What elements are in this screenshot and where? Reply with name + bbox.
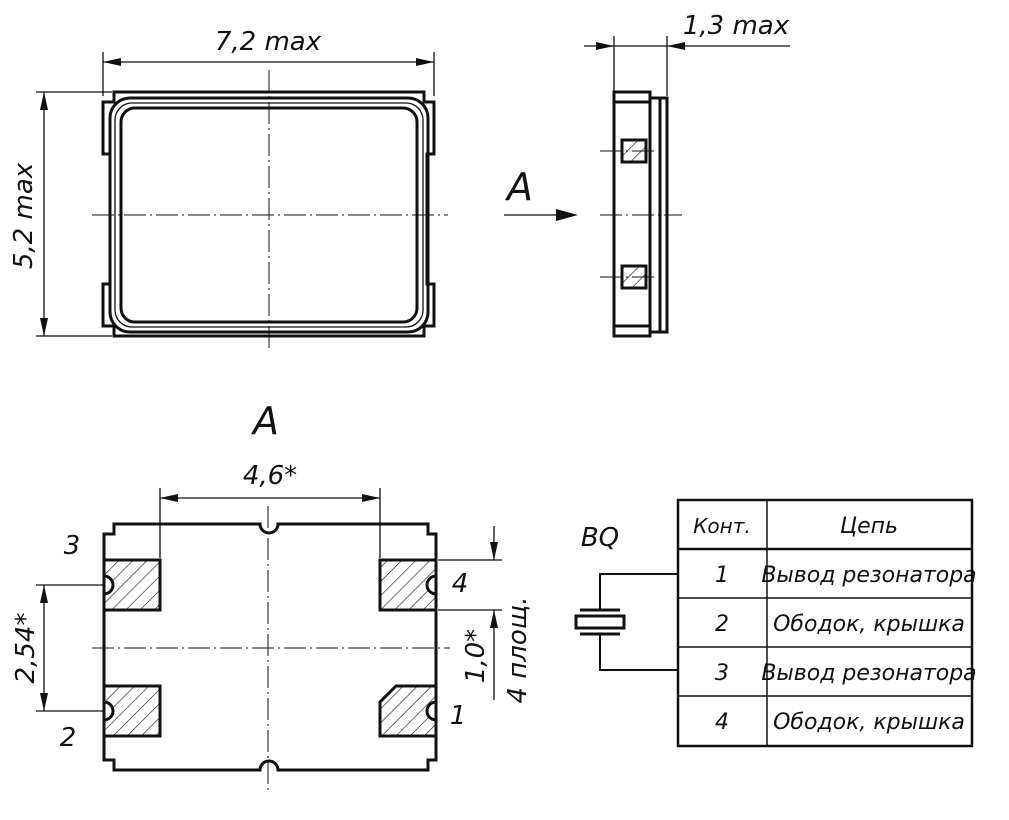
pad-pitch-label: 2,54* — [11, 613, 41, 684]
pin-label-2: 2 — [60, 723, 77, 753]
pin-table-cell-net: Ободок, крышка — [773, 612, 965, 637]
pad-count-label: 4 площ. — [503, 596, 533, 703]
table-row: 4 Ободок, крышка — [715, 710, 965, 735]
width-dimension: 7,2 max — [102, 27, 435, 96]
view-arrow-head — [556, 209, 578, 221]
pin-table-cell-pin: 2 — [715, 612, 729, 637]
width-dimension-label: 7,2 max — [215, 27, 322, 57]
pad-4 — [378, 558, 438, 612]
pad-size-label: 1,0* — [461, 629, 491, 683]
pin-table-header-net: Цепь — [840, 514, 898, 539]
view-arrow: A — [504, 165, 578, 221]
table-row: 1 Вывод резонатора — [715, 563, 977, 588]
pad-pitch-dimension: 2,54* — [11, 584, 104, 712]
side-view-body-outline — [612, 90, 662, 338]
pad-span-label: 4,6* — [243, 461, 297, 491]
view-arrow-label: A — [504, 165, 533, 209]
schematic-ref-label: BQ — [581, 523, 619, 553]
height-dimension: 5,2 max — [9, 91, 112, 337]
pin-table-cell-net: Вывод резонатора — [761, 661, 976, 686]
pin-table-cell-net: Ободок, крышка — [773, 710, 965, 735]
pad-2 — [102, 684, 162, 738]
pin-table-header-pin: Конт. — [693, 514, 751, 538]
pin-table: Конт. Цепь 1 Вывод резонатора 2 Ободок, … — [676, 498, 977, 748]
bottom-view-title: A — [250, 399, 279, 443]
pad-size-dimension: 1,0* 4 площ. — [438, 526, 533, 704]
table-row: 2 Ободок, крышка — [715, 612, 965, 637]
pin-table-cell-pin: 1 — [715, 563, 729, 588]
pin-label-3: 3 — [64, 531, 81, 561]
schematic-wire-top — [599, 573, 678, 610]
pin-label-1: 1 — [450, 701, 467, 731]
bottom-view: A 4,6* 2,54* — [11, 399, 533, 790]
thickness-dimension-label: 1,3 max — [683, 11, 790, 41]
crystal-schematic-symbol: BQ — [574, 523, 678, 671]
pin-table-cell-pin: 3 — [715, 661, 729, 686]
schematic-wire-bottom — [599, 634, 678, 671]
pad-1 — [378, 684, 438, 738]
pin-table-cell-net: Вывод резонатора — [761, 563, 976, 588]
height-dimension-label: 5,2 max — [9, 162, 39, 269]
schematic-crystal-body — [574, 614, 626, 630]
pin-table-cell-pin: 4 — [715, 710, 729, 735]
pin-label-4: 4 — [452, 569, 469, 599]
pin-table-frame — [676, 498, 974, 748]
thickness-dimension: 1,3 max — [584, 11, 790, 96]
pad-span-dimension: 4,6* — [159, 461, 381, 558]
top-view-package-outline — [101, 90, 436, 338]
side-view: 1,3 max A — [504, 11, 790, 338]
bottom-view-package-outline — [102, 522, 438, 772]
pad-3 — [102, 558, 162, 612]
top-view: 7,2 max 5,2 max — [9, 27, 448, 348]
table-row: 3 Вывод резонатора — [715, 661, 977, 686]
